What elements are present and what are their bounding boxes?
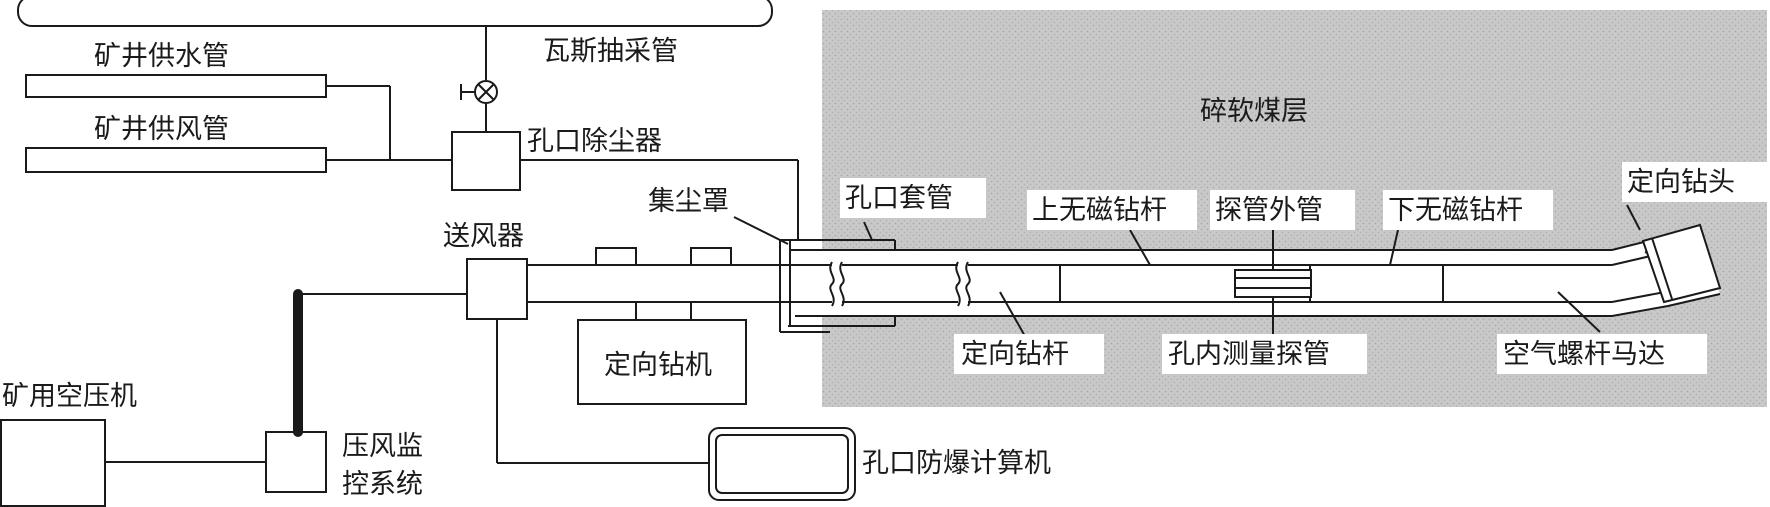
drill-bit-label: 定向钻头 <box>1627 167 1735 198</box>
dust-hood <box>779 239 830 333</box>
explosion-proof-computer <box>708 427 856 501</box>
air-feeder-box <box>466 258 528 320</box>
air-supply-pipe <box>25 147 452 173</box>
lower-nonmag-rod-label: 下无磁钻杆 <box>1388 195 1523 226</box>
mine-air-compressor-box <box>0 419 106 507</box>
coal-seam-label: 碎软煤层 <box>1200 96 1308 127</box>
monitor-cable <box>293 289 467 437</box>
compressor-label: 矿用空压机 <box>2 381 137 412</box>
break-symbol-icon <box>955 261 971 307</box>
water-pipe-label: 矿井供水管 <box>94 41 229 72</box>
directional-drill-bit <box>1641 223 1722 304</box>
break-symbol-icon <box>829 261 845 307</box>
water-supply-pipe <box>25 74 391 160</box>
dust-collector-label: 孔口除尘器 <box>527 126 662 157</box>
air-pipe-label: 矿井供风管 <box>94 114 229 145</box>
probe-outer-tube-label: 探管外管 <box>1215 195 1323 226</box>
dust-collector-box <box>451 131 521 191</box>
screw-motor-label: 空气螺杆马达 <box>1503 339 1665 370</box>
valve-icon <box>460 80 498 104</box>
drilling-rig-label: 定向钻机 <box>604 350 712 381</box>
feeder-to-computer-line <box>496 319 712 464</box>
air-feeder-label: 送风器 <box>443 221 524 252</box>
monitor-system-label-1: 压风监 <box>342 431 423 462</box>
upper-nonmag-rod-label: 上无磁钻杆 <box>1032 195 1167 226</box>
gas-extraction-pipe <box>17 0 773 27</box>
monitor-system-label-2: 控系统 <box>342 469 423 500</box>
dust-hood-label: 集尘罩 <box>648 186 729 217</box>
casing-label: 孔口套管 <box>845 183 953 214</box>
pressure-monitor-box <box>265 431 327 493</box>
mwd-probe-label: 孔内测量探管 <box>1168 339 1330 370</box>
directional-drilling-rig <box>577 247 747 405</box>
probe-outer-tube <box>1234 269 1312 298</box>
computer-label: 孔口防爆计算机 <box>862 448 1051 479</box>
collector-to-hood-line <box>520 159 799 240</box>
drill-rod-label: 定向钻杆 <box>961 339 1069 370</box>
gas-pipe-label: 瓦斯抽采管 <box>543 36 678 67</box>
